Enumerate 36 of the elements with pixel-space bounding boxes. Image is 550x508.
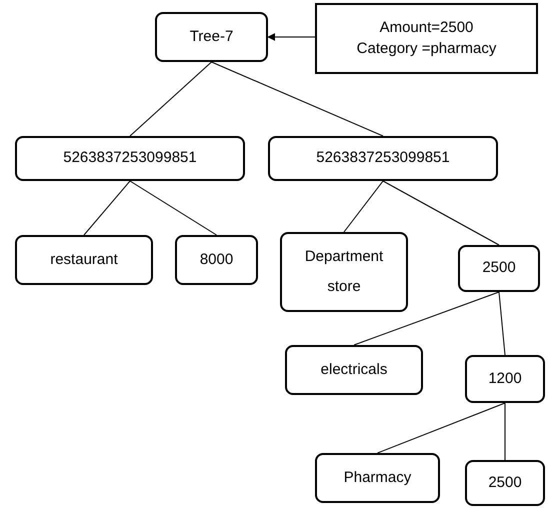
tree-node-box xyxy=(465,355,545,403)
tree-node-box xyxy=(280,232,408,312)
tree-node-box xyxy=(268,136,498,181)
connector-line xyxy=(354,292,500,346)
tree-node-box xyxy=(15,136,245,181)
connector-line xyxy=(377,402,506,454)
tree-node-box xyxy=(315,453,440,503)
connector-line xyxy=(211,62,384,136)
tree-node-box xyxy=(175,235,258,285)
node-text: Pharmacy xyxy=(344,468,412,488)
connector-line xyxy=(382,180,500,246)
connector-line xyxy=(498,292,506,356)
node-text: 2500 xyxy=(488,472,522,493)
node-text: Department store xyxy=(304,247,384,297)
node-text: 1200 xyxy=(488,368,522,389)
tree-node-box xyxy=(155,12,268,62)
arrow xyxy=(267,33,316,41)
tree-node-box xyxy=(458,245,540,292)
tree-node-box xyxy=(315,3,538,74)
node-text: Tree-7 xyxy=(190,26,234,47)
node-text: Amount=2500 xyxy=(380,18,474,38)
connector-line xyxy=(504,402,506,460)
node-text: 5263837253099851 xyxy=(316,148,450,168)
node-text: electricals xyxy=(320,360,388,380)
tree-node-box xyxy=(285,345,423,395)
node-text: 8000 xyxy=(200,250,234,270)
connector-line xyxy=(344,180,384,232)
connector-line xyxy=(130,180,217,236)
connector-line xyxy=(130,62,212,136)
connector-line xyxy=(84,180,130,236)
node-text: 2500 xyxy=(482,258,516,278)
tree-node-box xyxy=(15,235,153,285)
tree-node-box xyxy=(465,460,545,506)
node-text: restaurant xyxy=(50,250,118,270)
node-text: 5263837253099851 xyxy=(63,148,197,168)
node-text: Category =pharmacy xyxy=(356,38,496,58)
